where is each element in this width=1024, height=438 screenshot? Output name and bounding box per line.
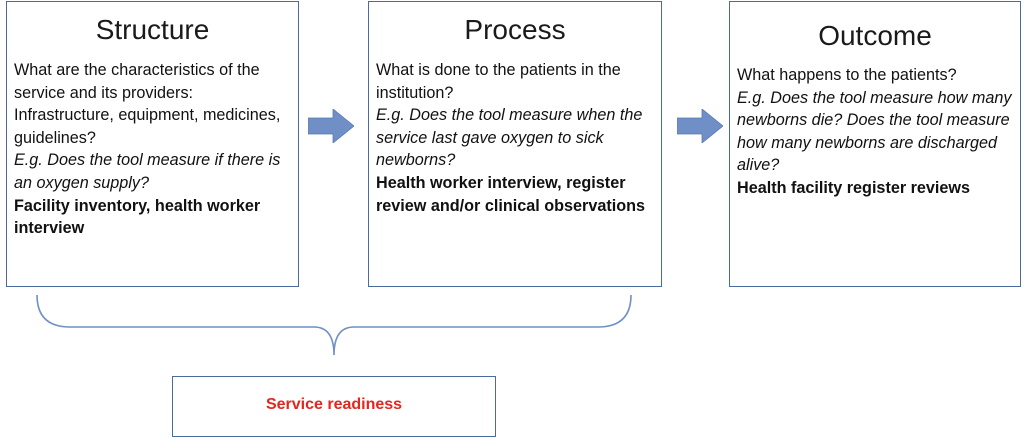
outcome-example: E.g. Does the tool measure how many newb… (737, 88, 1012, 175)
structure-body: What are the characteristics of the serv… (14, 59, 294, 240)
process-tool: Health worker interview, register review… (376, 173, 645, 215)
process-question: What is done to the patients in the inst… (376, 61, 621, 102)
process-title: Process (464, 14, 566, 45)
outcome-box: Outcome What happens to the patients? E.… (729, 1, 1021, 287)
outcome-tool: Health facility register reviews (737, 178, 971, 197)
service-readiness-box: Service readiness (172, 376, 496, 437)
service-readiness-label: Service readiness (265, 396, 403, 413)
right-arrow-icon (677, 109, 723, 143)
structure-question: What are the characteristics of the serv… (14, 61, 281, 147)
outcome-question: What happens to the patients? (737, 66, 957, 84)
outcome-body: What happens to the patients? E.g. Does … (737, 64, 1016, 200)
process-example: E.g. Does the tool measure when the serv… (376, 106, 643, 170)
curly-brace (36, 294, 632, 356)
structure-tool: Facility inventory, health worker interv… (14, 196, 261, 238)
structure-box: Structure What are the characteristics o… (6, 1, 299, 287)
structure-title: Structure (95, 14, 210, 45)
outcome-title: Outcome (818, 20, 932, 51)
process-body: What is done to the patients in the inst… (376, 59, 657, 217)
structure-example: E.g. Does the tool measure if there is a… (14, 151, 281, 192)
right-arrow-icon (308, 109, 354, 143)
process-box: Process What is done to the patients in … (368, 1, 662, 287)
